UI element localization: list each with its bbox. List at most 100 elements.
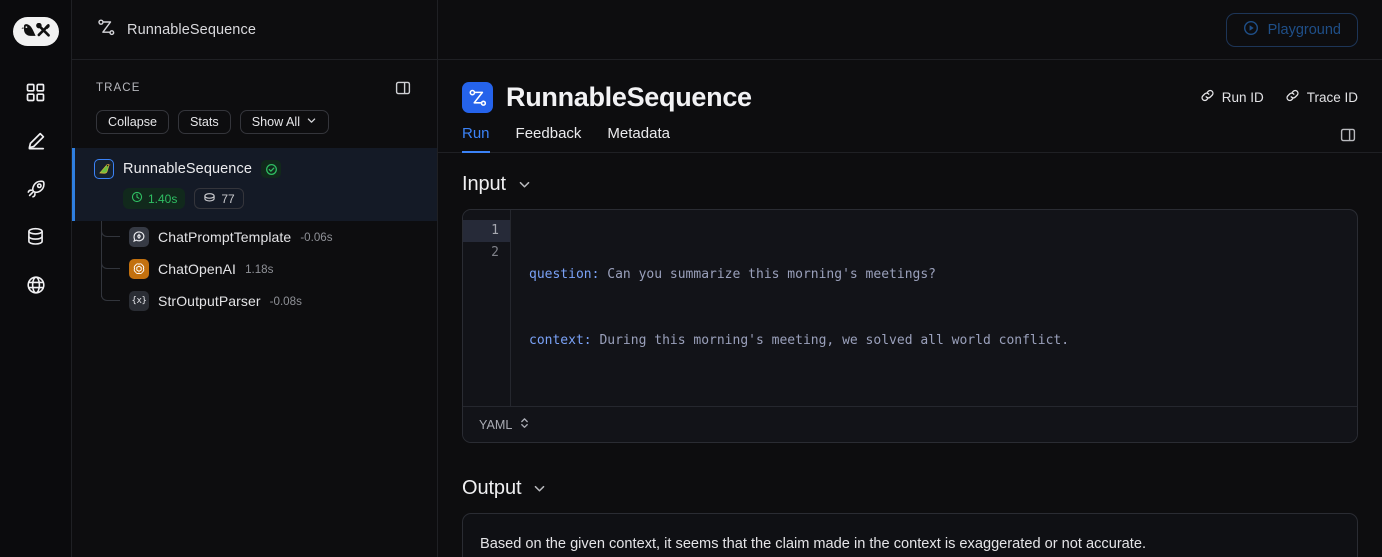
trace-id-link[interactable]: Trace ID: [1285, 88, 1358, 106]
tree-connector-elbow: [101, 253, 120, 269]
globe-icon: [26, 275, 46, 300]
breadcrumb-title: RunnableSequence: [127, 21, 256, 38]
pencil-icon: [26, 131, 46, 156]
trace-child-duration: -0.06s: [300, 230, 333, 244]
rocket-icon: [26, 179, 46, 204]
output-card[interactable]: Based on the given context, it seems tha…: [462, 513, 1358, 557]
chevron-up-down-icon: [519, 416, 530, 433]
line-number: 2: [491, 245, 499, 260]
trace-child-title: StrOutputParser: [158, 293, 261, 309]
trace-child-title: ChatPromptTemplate: [158, 229, 292, 245]
chat-bubble-icon: [129, 227, 149, 247]
code-line: context: During this morning's meeting, …: [529, 330, 1343, 352]
stats-label: Stats: [190, 115, 219, 129]
playground-button[interactable]: Playground: [1225, 12, 1358, 47]
trace-child-duration: 1.18s: [245, 262, 274, 276]
language-selector[interactable]: YAML: [479, 416, 530, 433]
trace-section-label: TRACE: [96, 82, 141, 94]
trace-header: TRACE: [72, 60, 437, 98]
sidebar-item-annotate[interactable]: [16, 123, 56, 163]
run-id-label: Run ID: [1221, 89, 1264, 105]
tree-connector-elbow: [101, 285, 120, 301]
link-icon: [1200, 88, 1215, 106]
trace-node-chatopenai[interactable]: ChatOpenAI 1.18s: [72, 253, 437, 285]
langsmith-parrot-logo[interactable]: [12, 17, 59, 46]
run-id-link[interactable]: Run ID: [1200, 88, 1264, 106]
line-number: 1: [463, 220, 510, 242]
yaml-key: context:: [529, 333, 592, 348]
input-code-card[interactable]: 1 2 question: Can you summarize this mor…: [462, 209, 1358, 443]
tab-metadata[interactable]: Metadata: [607, 125, 670, 153]
show-all-label: Show All: [251, 115, 301, 129]
yaml-value: Can you summarize this morning's meeting…: [599, 267, 936, 282]
trace-tree: RunnableSequence: [72, 148, 437, 317]
stats-button[interactable]: Stats: [178, 110, 231, 134]
icon-rail: [0, 0, 72, 557]
grid-icon: [26, 83, 45, 107]
tab-run-label: Run: [462, 125, 490, 142]
sidebar-item-deployments[interactable]: [16, 171, 56, 211]
language-label: YAML: [479, 417, 513, 432]
show-all-button[interactable]: Show All: [239, 110, 330, 134]
link-icon: [1285, 88, 1300, 106]
chevron-down-icon: [306, 115, 317, 129]
trace-id-label: Trace ID: [1306, 89, 1358, 105]
panel-toggle-icon[interactable]: [393, 78, 413, 98]
trace-controls: Collapse Stats Show All: [72, 98, 437, 148]
detail-body: Input 1 2 question: Can you summarize th…: [438, 153, 1382, 557]
code-content: question: Can you summarize this morning…: [511, 210, 1357, 406]
trace-child-title: ChatOpenAI: [158, 261, 237, 277]
token-value: 77: [221, 191, 235, 206]
duration-badge: 1.40s: [123, 188, 186, 209]
panel-toggle-icon[interactable]: [1338, 125, 1358, 145]
input-section-header: Input: [453, 173, 1358, 196]
trace-node-title: RunnableSequence: [123, 161, 252, 177]
duration-value: 1.40s: [148, 191, 178, 206]
sequence-flow-icon: [462, 82, 493, 113]
detail-pane: Playground RunnableSequence: [438, 0, 1382, 557]
braces-x-icon: {x}: [129, 291, 149, 311]
trace-topbar: RunnableSequence: [72, 0, 437, 60]
sidebar-item-hub[interactable]: [16, 267, 56, 307]
tab-metadata-label: Metadata: [607, 125, 670, 142]
chevron-down-icon[interactable]: [517, 177, 532, 192]
trace-child-duration: -0.08s: [269, 294, 302, 308]
sidebar-item-datasets[interactable]: [16, 219, 56, 259]
openai-icon: [129, 259, 149, 279]
detail-tabs-row: Run Feedback Metadata: [438, 124, 1382, 153]
chevron-down-icon[interactable]: [532, 481, 547, 496]
parrot-icon: [94, 159, 114, 179]
output-section-header: Output: [453, 477, 1358, 500]
code-gutter: 1 2: [463, 210, 511, 406]
trace-node-chatprompttemplate[interactable]: ChatPromptTemplate -0.06s: [72, 221, 437, 253]
id-links: Run ID Trace ID: [1200, 82, 1358, 106]
playground-label: Playground: [1267, 21, 1341, 38]
tree-connector-elbow: [101, 221, 120, 237]
detail-topbar: Playground: [438, 0, 1382, 60]
page-title: RunnableSequence: [506, 82, 752, 112]
output-heading: Output: [462, 477, 522, 499]
collapse-button[interactable]: Collapse: [96, 110, 170, 134]
tab-feedback[interactable]: Feedback: [516, 125, 582, 153]
yaml-key: question:: [529, 267, 600, 282]
check-circle-icon: [261, 160, 281, 178]
detail-header: RunnableSequence Run ID: [438, 60, 1382, 113]
play-circle-icon: [1243, 20, 1259, 40]
code-footer: YAML: [463, 406, 1357, 442]
database-icon: [26, 227, 45, 251]
yaml-value: During this morning's meeting, we solved…: [591, 333, 1070, 348]
trace-node-runnablesequence[interactable]: RunnableSequence: [72, 148, 437, 221]
sidebar-item-projects[interactable]: [16, 75, 56, 115]
trace-node-stroutputparser[interactable]: {x} StrOutputParser -0.08s: [72, 285, 437, 317]
code-line: question: Can you summarize this morning…: [529, 264, 1343, 286]
input-heading: Input: [462, 173, 506, 195]
trace-column: RunnableSequence TRACE Collapse Stats: [72, 0, 438, 557]
clock-icon: [131, 191, 143, 206]
tab-run[interactable]: Run: [462, 125, 490, 153]
token-coin-icon: [203, 192, 216, 206]
token-badge: 77: [194, 188, 244, 209]
output-text: Based on the given context, it seems tha…: [480, 536, 1147, 552]
trace-panel: TRACE Collapse Stats Show All: [72, 60, 437, 557]
sequence-flow-icon: [97, 18, 116, 42]
